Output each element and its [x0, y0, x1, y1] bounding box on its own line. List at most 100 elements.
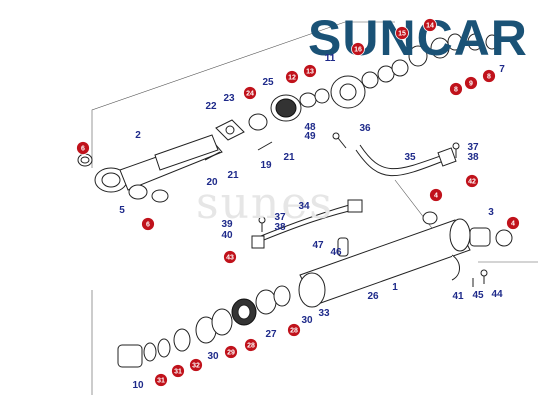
seal-part-badge: 4: [429, 188, 443, 202]
badge-number: 8: [454, 87, 458, 94]
seal-part-badge: 16: [351, 42, 365, 56]
seal-part-badge: 24: [243, 86, 257, 100]
badge-number: 4: [434, 193, 438, 200]
frame-guide-top: [91, 21, 395, 168]
badge-number: 31: [174, 369, 182, 376]
badge-number: 15: [398, 31, 406, 38]
badge-circle: [243, 86, 257, 100]
part-number-label: 26: [367, 291, 379, 302]
part-number-label: 38: [274, 222, 286, 233]
cylinder-head-parts: [204, 88, 330, 161]
part-number-label: 39: [221, 219, 233, 230]
seal-part-badge: 43: [223, 250, 237, 264]
badge-circle: [351, 42, 365, 56]
seal-part-badge: 12: [285, 70, 299, 84]
badge-number: 43: [226, 255, 234, 262]
badge-number: 42: [468, 179, 476, 186]
badge-circle: [285, 70, 299, 84]
badge-number: 9: [469, 81, 473, 88]
seal-part-badge: 31: [154, 373, 168, 387]
badge-number: 8: [487, 74, 491, 81]
cylinder-tube: [298, 211, 513, 308]
badge-circle: [244, 338, 258, 352]
part-number-label: 41: [452, 291, 464, 302]
part-number-label: 48: [304, 122, 316, 133]
seal-part-badge: 29: [224, 345, 238, 359]
bottom-seal-set: [117, 285, 291, 368]
badge-number: 6: [146, 222, 150, 229]
part-number-label: 35: [404, 152, 416, 163]
badge-number: 6: [81, 146, 85, 153]
part-number-label: 1: [392, 282, 398, 293]
badge-circle: [154, 373, 168, 387]
seal-part-badge: 13: [303, 64, 317, 78]
piston-seal-kit: [330, 33, 499, 109]
seal-part-badge: 8: [449, 82, 463, 96]
part-number-label: 30: [207, 351, 219, 362]
badge-number: 31: [157, 378, 165, 385]
badge-number: 16: [354, 47, 362, 54]
part-number-label: 21: [227, 170, 239, 181]
seal-part-badge: 15: [395, 26, 409, 40]
badge-number: 24: [246, 91, 254, 98]
badge-circle: [189, 358, 203, 372]
badge-circle: [395, 26, 409, 40]
badge-circle: [423, 18, 437, 32]
badge-number: 13: [306, 69, 314, 76]
part-number-label: 46: [330, 247, 342, 258]
pipe-lines: [251, 144, 457, 249]
seal-part-badge: 4: [506, 216, 520, 230]
part-number-label: 45: [472, 290, 484, 301]
part-number-label: 22: [205, 101, 217, 112]
part-number-label: 37: [274, 212, 286, 223]
part-number-label: 30: [301, 315, 313, 326]
part-number-label: 40: [221, 230, 233, 241]
seal-part-badge: 28: [244, 338, 258, 352]
part-number-label: 21: [283, 152, 295, 163]
seal-part-badge: 9: [464, 76, 478, 90]
logo-wordmark: SUNCAR: [308, 10, 528, 66]
badge-number: 29: [227, 350, 235, 357]
seal-part-badge: 42: [465, 174, 479, 188]
part-number-label: 33: [318, 308, 330, 319]
seal-part-badge: 31: [171, 364, 185, 378]
part-number-label: 2: [135, 130, 141, 141]
part-number-label: 27: [265, 329, 277, 340]
part-number-label: 5: [119, 205, 125, 216]
badge-circle: [224, 345, 238, 359]
badge-number: 28: [290, 328, 298, 335]
part-number-label: 25: [262, 77, 274, 88]
part-number-label: 36: [359, 123, 371, 134]
part-number-label: 44: [491, 289, 503, 300]
part-number-label: 20: [206, 177, 218, 188]
badge-circle: [465, 174, 479, 188]
badge-number: 12: [288, 75, 296, 82]
seal-part-badge: 32: [189, 358, 203, 372]
badge-number: 4: [511, 221, 515, 228]
part-number-label: 49: [304, 131, 316, 142]
part-number-label: 10: [132, 380, 144, 391]
badge-number: 14: [426, 23, 434, 30]
part-number-label: 7: [499, 64, 505, 75]
badge-circle: [429, 188, 443, 202]
seal-part-badge: 6: [76, 141, 90, 155]
badge-circle: [141, 217, 155, 231]
seal-part-badge: 8: [482, 69, 496, 83]
badge-circle: [223, 250, 237, 264]
part-number-label: 34: [298, 201, 310, 212]
badge-circle: [171, 364, 185, 378]
badge-circle: [76, 141, 90, 155]
suncar-logo: SUNCAR: [308, 6, 558, 72]
badge-circle: [449, 82, 463, 96]
part-number-label: 11: [325, 53, 336, 64]
badge-circle: [506, 216, 520, 230]
watermark-text: sunes: [196, 178, 334, 229]
part-number-label: 47: [312, 240, 324, 251]
badge-circle: [287, 323, 301, 337]
badge-circle: [464, 76, 478, 90]
part-number-label: 3: [488, 207, 494, 218]
badge-number: 32: [192, 363, 200, 370]
